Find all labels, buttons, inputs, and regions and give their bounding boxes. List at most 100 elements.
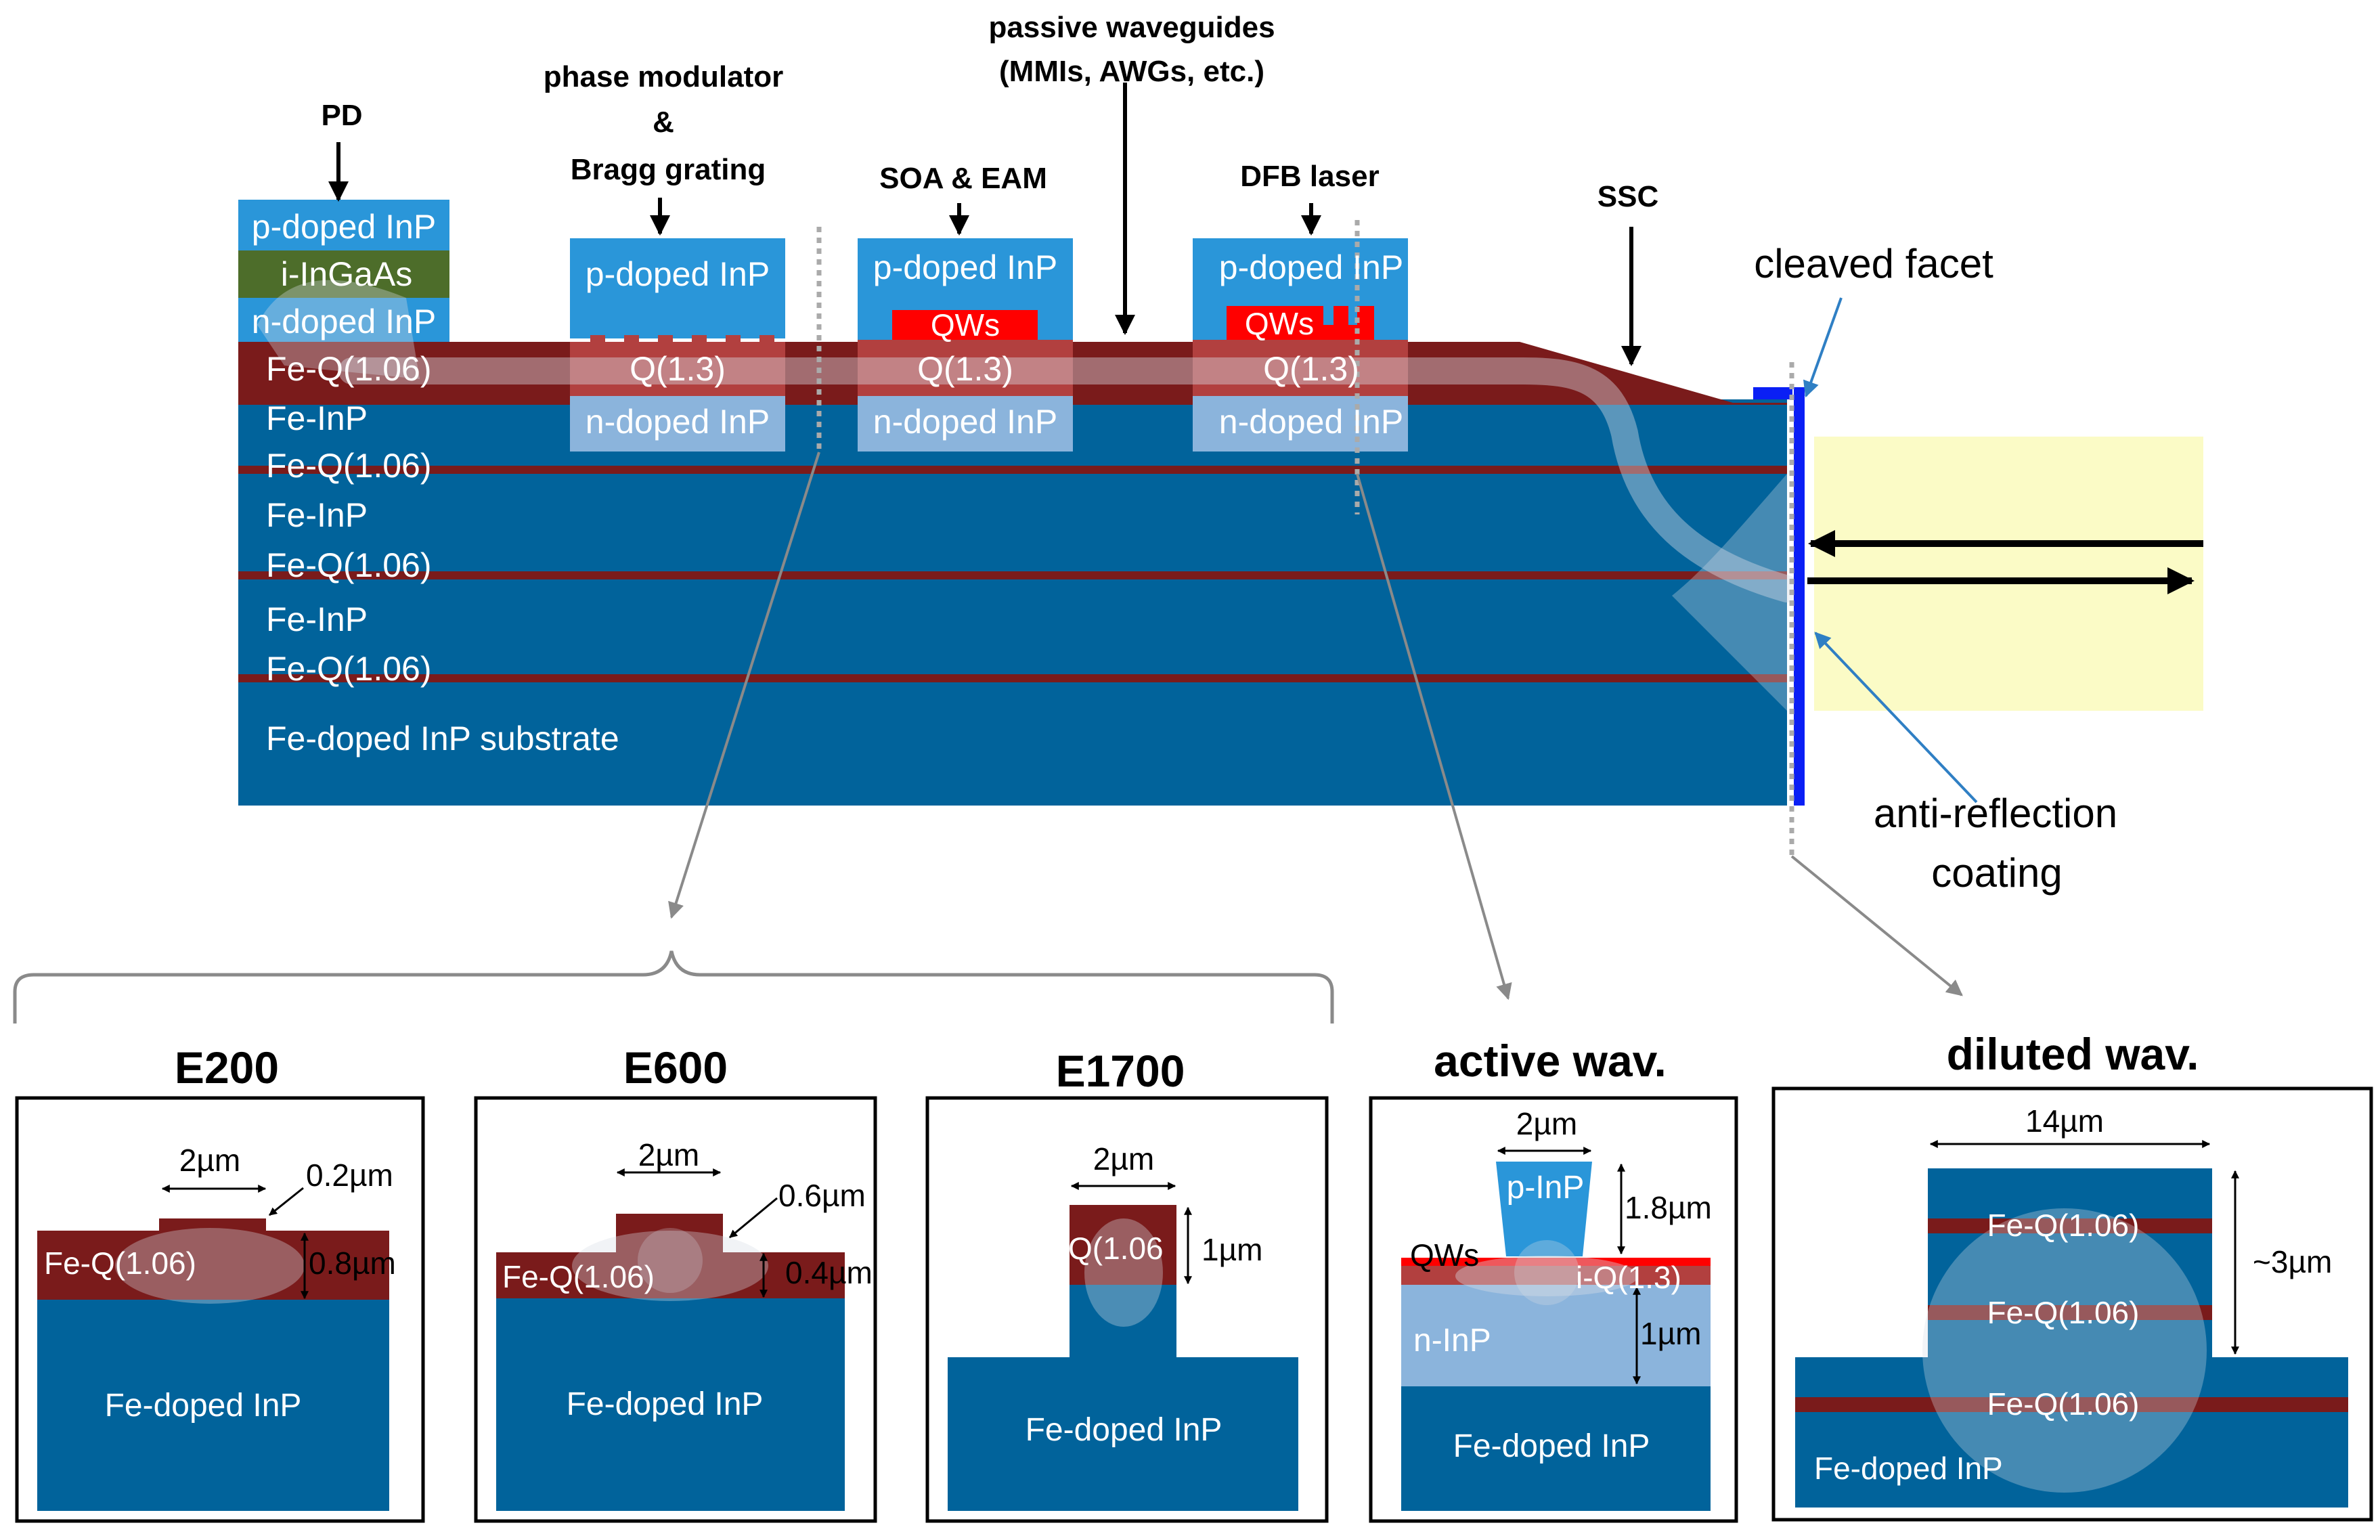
- e-panels-brace: [13, 950, 1334, 1024]
- optical-mode-spot: [1672, 474, 1787, 711]
- soa-q-layer: [858, 340, 1073, 396]
- ar-coating-label-line1: anti-reflection: [1874, 791, 2117, 836]
- soa-label: SOA & EAM: [879, 162, 1047, 195]
- e600-rib: [616, 1214, 723, 1254]
- dfb-label: DFB laser: [1240, 160, 1379, 193]
- ar-coating-pointer: [1814, 632, 1978, 804]
- leader-diluted: [1790, 855, 1963, 996]
- pm-grating-1: [590, 335, 605, 343]
- e200-substrate: [37, 1300, 389, 1511]
- dfb-q-layer: [1193, 340, 1408, 396]
- active-iq-layer: [1401, 1264, 1711, 1285]
- e200-mode: [115, 1228, 305, 1304]
- dfb-qws: [1227, 306, 1374, 340]
- active-p-label: p-InP: [1507, 1170, 1585, 1206]
- diluted-substrate: [1795, 1357, 2348, 1508]
- e1700-substrate: [948, 1357, 1298, 1511]
- diluted-mode: [1922, 1208, 2207, 1493]
- dfb-n-label: n-doped InP: [1219, 403, 1403, 441]
- e200-substrate-label: Fe-doped InP: [105, 1388, 302, 1424]
- active-qws-layer: [1401, 1258, 1711, 1266]
- ar-coating: [1753, 387, 1792, 399]
- active-title: active wav.: [1434, 1036, 1667, 1086]
- pd-n-label: n-doped InP: [252, 303, 436, 340]
- pd-p-label: p-doped InP: [252, 208, 436, 246]
- soa-qws: [892, 310, 1038, 343]
- feq-label-3: Fe-Q(1.06): [266, 546, 432, 584]
- active-mode: [1455, 1256, 1638, 1296]
- optical-mode-path: [338, 357, 1801, 602]
- active-mode-core: [1514, 1240, 1579, 1305]
- e600-rib-label: 0.6µm: [778, 1178, 866, 1213]
- e200-core-label: Fe-Q(1.06): [44, 1246, 196, 1281]
- feq-stripe-3: [238, 571, 1787, 579]
- panel-e1700: E1700 2µm 1µm Q(1.06 Fe-doped InP: [925, 1046, 1329, 1523]
- active-substrate-label: Fe-doped InP: [1453, 1428, 1650, 1464]
- e600-substrate-label: Fe-doped InP: [567, 1386, 764, 1422]
- pm-grating-5: [726, 335, 741, 343]
- feq-label-2: Fe-Q(1.06): [266, 447, 432, 485]
- pm-n-label: n-doped InP: [586, 403, 770, 441]
- e600-width-label: 2µm: [638, 1137, 699, 1172]
- e200-core-thickness: 0.8µm: [309, 1246, 396, 1281]
- fiber-region: [1814, 437, 2203, 711]
- diluted-layer-2-label: Fe-Q(1.06): [1987, 1295, 2140, 1330]
- soa-q-label: Q(1.3): [917, 350, 1013, 388]
- active-substrate: [1401, 1386, 1711, 1511]
- active-iq-label: i-Q(1.3): [1576, 1260, 1681, 1295]
- e1700-substrate-label: Fe-doped InP: [1026, 1412, 1222, 1448]
- e1700-rib: [1070, 1283, 1176, 1358]
- pm-n-layer: [570, 396, 785, 452]
- diluted-width-label: 14µm: [2025, 1103, 2104, 1139]
- pd-mode-spot: [257, 280, 420, 379]
- active-p-ridge: [1496, 1162, 1592, 1256]
- feq-label-4: Fe-Q(1.06): [266, 650, 432, 688]
- diluted-layer-1: [1928, 1218, 2212, 1233]
- active-qws-label: QWs: [1410, 1237, 1479, 1273]
- active-n-label: n-InP: [1413, 1323, 1491, 1359]
- ar-coating-bar: [1794, 387, 1805, 806]
- dfb-qws-label: QWs: [1245, 306, 1314, 341]
- diluted-layer-3: [1795, 1397, 2348, 1412]
- cleaved-facet-pointer: [1803, 297, 1843, 398]
- e1700-mode: [1084, 1218, 1163, 1327]
- panel-diluted: diluted wav. 14µm ~3µm Fe-Q(1.06) Fe-Q(1…: [1771, 1029, 2373, 1522]
- feq-stripe-4: [238, 674, 1787, 682]
- diluted-layer-2: [1928, 1305, 2212, 1320]
- e1700-width-label: 2µm: [1093, 1141, 1154, 1176]
- feinp-label-2: Fe-InP: [266, 496, 368, 534]
- pd-p-layer: [238, 200, 449, 250]
- top-cross-section: PD phase modulator & Bragg grating SOA &…: [13, 11, 2203, 1024]
- ar-coating-label-line2: coating: [1931, 850, 2062, 896]
- dfb-n-layer: [1193, 396, 1408, 452]
- diluted-substrate-label: Fe-doped InP: [1814, 1451, 2003, 1486]
- pm-grating-6: [759, 335, 774, 343]
- passive-label-line2: (MMIs, AWGs, etc.): [999, 55, 1264, 88]
- pm-label-line2: &: [653, 106, 674, 139]
- pm-q-layer: [570, 342, 785, 396]
- pm-p-label: p-doped InP: [586, 255, 770, 293]
- soa-n-layer: [858, 396, 1073, 452]
- panel-e600: E600 2µm 0.6µm 0.4µm Fe-Q(1.06) Fe-doped…: [474, 1042, 877, 1523]
- pm-p-layer: [570, 238, 785, 338]
- pm-grating-2: [624, 335, 639, 343]
- diluted-layer-1-label: Fe-Q(1.06): [1987, 1208, 2140, 1243]
- e1700-core-label: Q(1.06: [1068, 1231, 1164, 1266]
- e600-core: [496, 1252, 845, 1298]
- pm-grating-3: [658, 335, 673, 343]
- diluted-layer-3-label: Fe-Q(1.06): [1987, 1386, 2140, 1422]
- e600-title: E600: [623, 1042, 728, 1093]
- feq-stripe-2: [238, 466, 1787, 474]
- e200-rib: [159, 1218, 266, 1232]
- dfb-q-label: Q(1.3): [1263, 350, 1359, 388]
- active-width-label: 2µm: [1516, 1106, 1577, 1141]
- soa-p-label: p-doped InP: [873, 248, 1057, 286]
- active-p-height-label: 1.8µm: [1625, 1190, 1712, 1225]
- e600-mode: [572, 1231, 768, 1301]
- pm-label-line3: Bragg grating: [571, 153, 766, 186]
- soa-n-label: n-doped InP: [873, 403, 1057, 441]
- e200-width-label: 2µm: [179, 1143, 240, 1178]
- diluted-ridge: [1928, 1168, 2212, 1359]
- feinp-label-1: Fe-InP: [266, 399, 368, 437]
